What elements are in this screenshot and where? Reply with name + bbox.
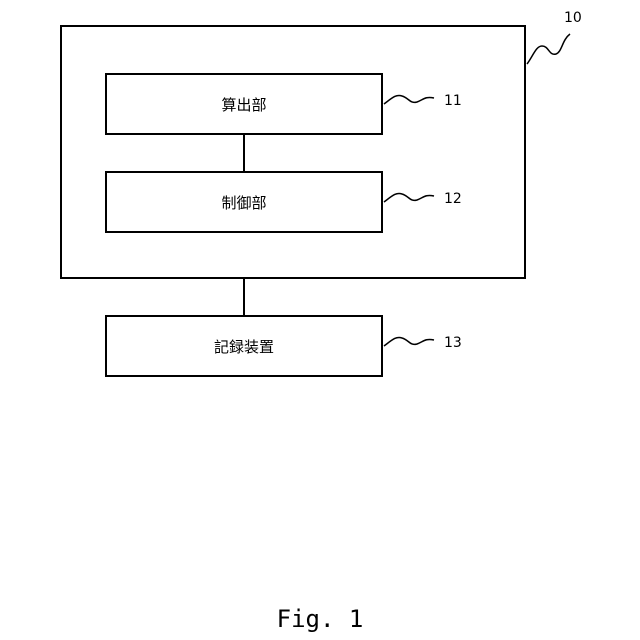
leader-line-11	[384, 95, 434, 104]
leader-line-13	[384, 337, 434, 346]
leader-line-12	[384, 193, 434, 202]
ref-numeral-12: 12	[444, 191, 462, 207]
ref-numeral-13: 13	[444, 335, 462, 351]
control-unit-label: 制御部	[221, 194, 266, 212]
figure-caption: Fig. 1	[277, 605, 364, 633]
calc-unit-label: 算出部	[221, 96, 266, 114]
recording-device-label: 記録装置	[214, 338, 274, 356]
ref-numeral-10: 10	[564, 10, 582, 26]
ref-numeral-11: 11	[444, 93, 462, 109]
apparatus-box	[61, 26, 525, 278]
leader-line-10	[527, 34, 570, 64]
